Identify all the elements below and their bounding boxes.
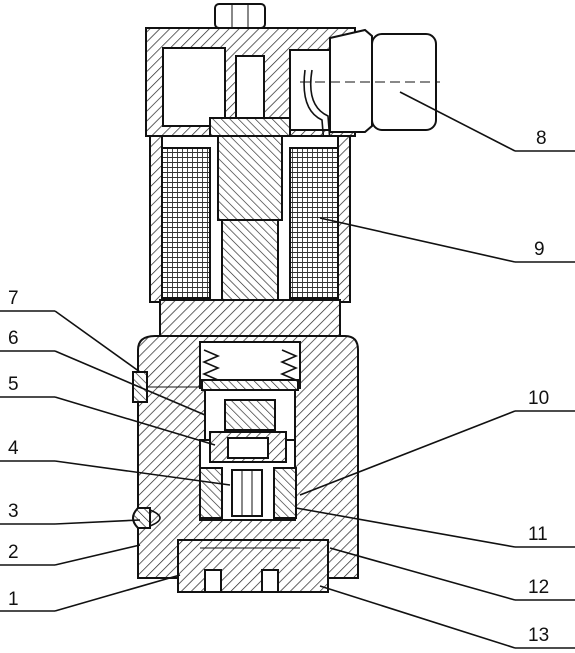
coil-flange [159,299,341,337]
callout-13: 13 [528,625,549,646]
bottom-plate [177,539,329,593]
callout-5: 5 [8,374,19,395]
callout-4: 4 [8,438,19,459]
callout-7: 7 [8,288,19,309]
callout-6: 6 [8,328,19,349]
leader-lines [0,91,575,649]
callout-1: 1 [8,589,19,610]
callout-labels: 1 2 3 4 5 6 7 8 9 10 11 12 13 [8,128,549,646]
callout-12: 12 [528,577,549,598]
drain-plug [132,507,161,529]
callout-3: 3 [8,501,19,522]
pilot-valve-parts [199,379,299,519]
callout-2: 2 [8,542,19,563]
callout-8: 8 [536,128,547,149]
electrical-connector [300,28,440,169]
callout-11: 11 [528,524,548,545]
callout-9: 9 [534,239,545,260]
callout-10: 10 [528,388,549,409]
